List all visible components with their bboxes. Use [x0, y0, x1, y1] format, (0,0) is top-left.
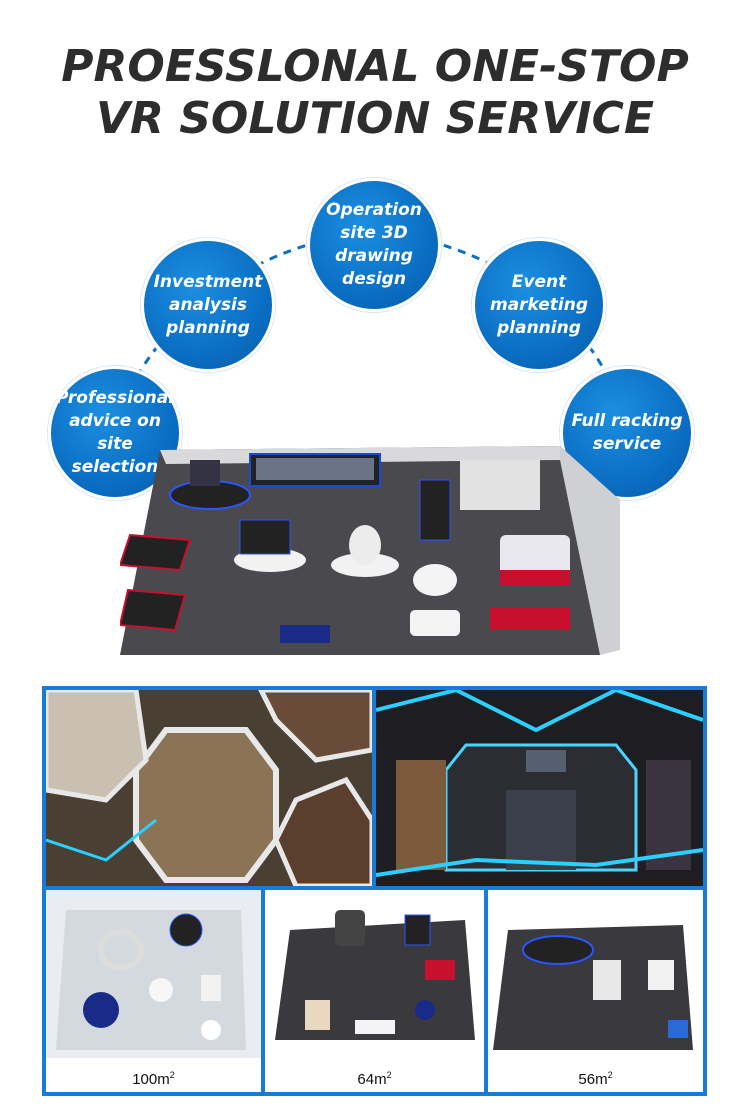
vr-arcade-floor-plan-image — [120, 446, 620, 655]
service-circle-site-selection: Professional advice on site selection — [48, 366, 182, 500]
layout-100m2-render: 100m2 — [46, 890, 261, 1092]
layout-area-caption: 100m2 — [46, 1058, 261, 1092]
service-circle-3d-design: Operation site 3D drawing design — [307, 178, 441, 312]
service-label: Full racking service — [571, 411, 683, 454]
page-title-line-2: VR SOLUTION SERVICE — [95, 93, 655, 144]
vr-center-entrance-render — [376, 690, 703, 886]
service-label: Investment analysis planning — [153, 271, 263, 338]
layout-area-caption: 64m2 — [265, 1058, 484, 1092]
service-circle-event-marketing: Event marketing planning — [472, 238, 606, 372]
service-label: Professional advice on site selection — [55, 388, 175, 477]
layout-area-caption: 56m2 — [488, 1058, 703, 1092]
layout-64m2-render: 64m2 — [265, 890, 484, 1092]
vr-center-overhead-render — [46, 690, 372, 886]
layout-gallery: 100m2 64m2 56m2 — [42, 686, 707, 1096]
service-label: Operation site 3D drawing design — [326, 200, 422, 289]
layout-56m2-render: 56m2 — [488, 890, 703, 1092]
service-label: Event marketing planning — [489, 271, 589, 338]
service-circle-investment: Investment analysis planning — [141, 238, 275, 372]
page-title-line-1: PROESSLONAL ONE-STOP — [61, 41, 689, 92]
